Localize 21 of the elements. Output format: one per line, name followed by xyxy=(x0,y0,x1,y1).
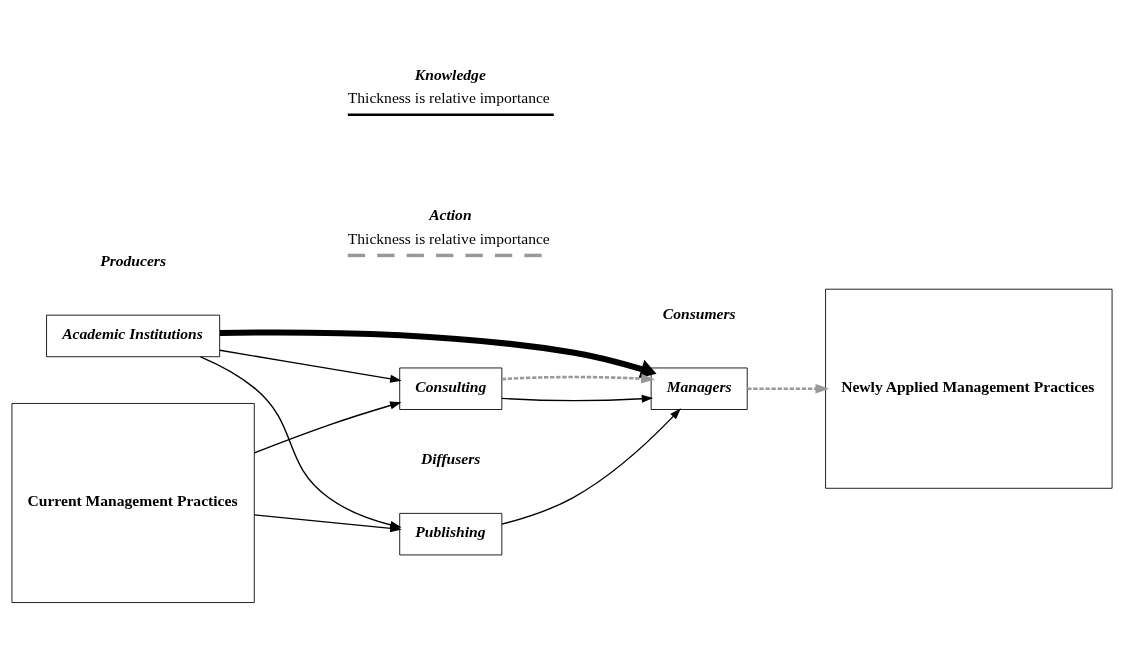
node-box: Newly Applied Management Practices xyxy=(825,288,1113,489)
label: Thickness is relative importance xyxy=(347,88,550,106)
node-box: Managers xyxy=(650,367,748,410)
arrow xyxy=(253,401,402,454)
arrow xyxy=(219,329,657,378)
arrow xyxy=(219,349,402,383)
label: Consumers xyxy=(662,304,736,322)
arrow xyxy=(501,373,656,384)
node-box: Consulting xyxy=(399,367,503,410)
legend-label: Action xyxy=(429,205,472,223)
arrow xyxy=(199,355,402,529)
label: Producers xyxy=(100,251,166,269)
arrow xyxy=(501,394,654,403)
legend-label: Knowledge xyxy=(414,65,486,83)
node-box: Publishing xyxy=(399,512,503,555)
label: Thickness is relative importance xyxy=(347,229,550,247)
arrow xyxy=(501,407,681,525)
node-box: Academic Institutions xyxy=(46,314,221,357)
arrow xyxy=(747,383,830,394)
node-box: Current Management Practices xyxy=(11,402,255,603)
label: Diffusers xyxy=(420,449,481,467)
